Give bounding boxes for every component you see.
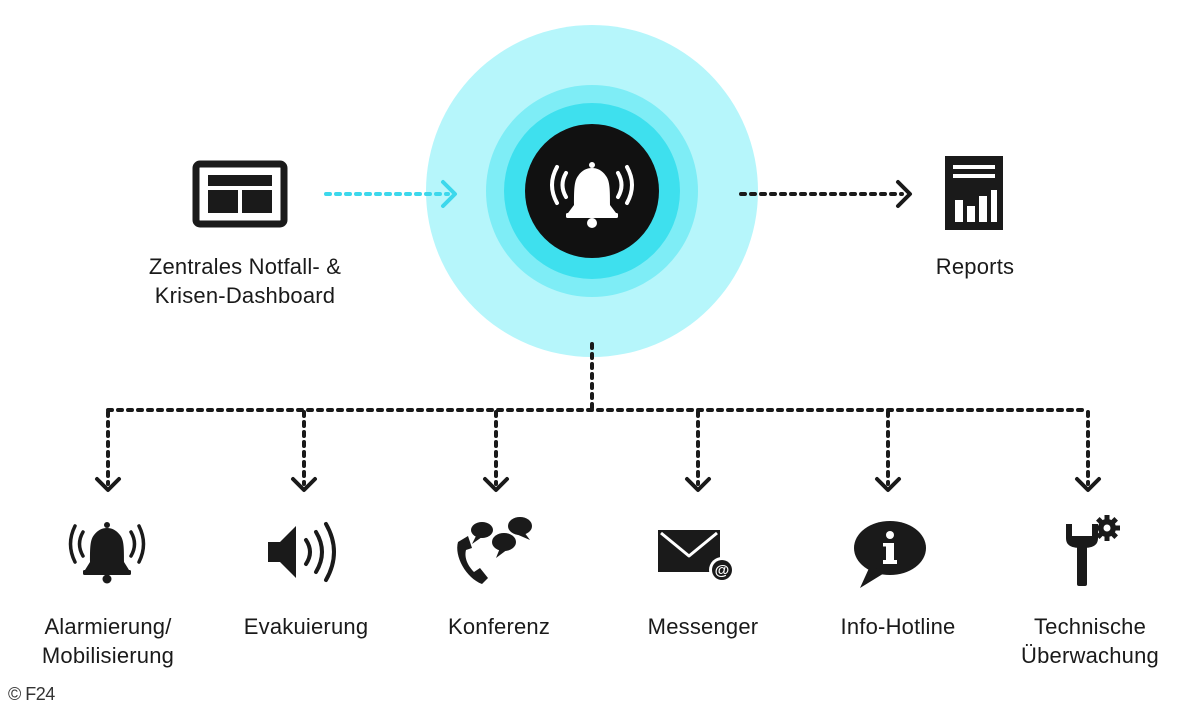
channel-label-alarmierung: Alarmierung/ Mobilisierung: [8, 612, 208, 670]
channel-label-info-hotline: Info-Hotline: [798, 612, 998, 641]
envelope-at-icon: @: [658, 530, 735, 583]
channel-label-konferenz: Konferenz: [399, 612, 599, 641]
report-chart-icon: [945, 156, 1003, 230]
wrench-gear-icon: [1066, 515, 1120, 586]
channel-label-technische-ueberwachung: Technische Überwachung: [990, 612, 1190, 670]
dashboard-label: Zentrales Notfall- & Krisen-Dashboard: [110, 252, 380, 310]
alarm-bell-icon: [68, 522, 146, 584]
reports-label-text: Reports: [935, 254, 1015, 279]
info-bubble-icon: [854, 521, 926, 588]
reports-label: Reports: [900, 252, 1050, 281]
channel-label-line1: Konferenz: [447, 614, 551, 639]
branch-arrowheads: [95, 477, 1101, 492]
channel-label-line2: Überwachung: [1021, 643, 1159, 668]
distribution-tree: [106, 342, 1090, 486]
channel-label-line1: Info-Hotline: [840, 614, 956, 639]
hub-alarm-bell-icon: [550, 162, 634, 228]
conference-call-icon: [457, 517, 532, 584]
dashboard-icon: [192, 160, 288, 228]
image-credit: © F24: [8, 684, 55, 704]
channel-label-line1: Evakuierung: [243, 614, 369, 639]
channel-label-evakuierung: Evakuierung: [206, 612, 406, 641]
channel-label-line2: Mobilisierung: [41, 643, 175, 668]
dashboard-label-line2: Krisen-Dashboard: [154, 283, 336, 308]
output-arrow: [739, 180, 912, 208]
svg-text:@: @: [715, 562, 730, 579]
channel-label-line1: Messenger: [647, 614, 759, 639]
channel-label-messenger: Messenger: [603, 612, 803, 641]
channel-label-line1: Alarmierung/: [44, 614, 172, 639]
dashboard-label-line1: Zentrales Notfall- &: [148, 254, 342, 279]
input-arrow: [324, 180, 457, 208]
channel-label-line1: Technische: [1033, 614, 1147, 639]
speaker-icon: [268, 522, 336, 582]
